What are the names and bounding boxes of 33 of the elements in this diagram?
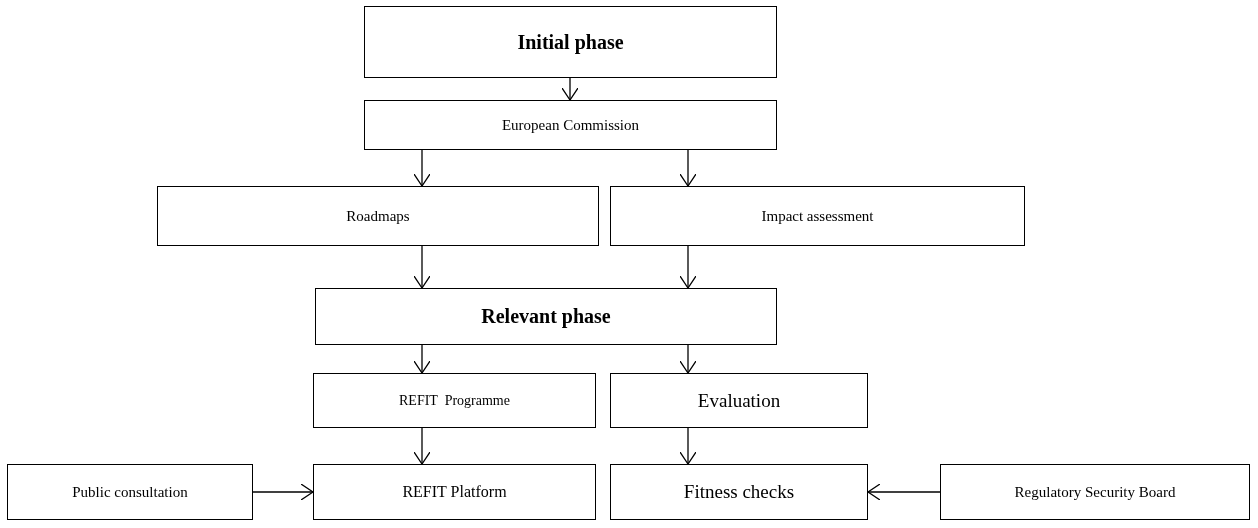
arrow: [679, 344, 697, 374]
process-box: [364, 6, 777, 78]
box-label: Relevant phase: [481, 305, 611, 328]
box-label: Fitness checks: [683, 481, 795, 503]
box-label: European Commission: [501, 116, 640, 134]
arrow: [679, 149, 697, 187]
arrow: [413, 149, 431, 187]
arrow: [413, 427, 431, 465]
box-label: Regulatory Security Board: [1014, 483, 1176, 501]
process-box: [315, 288, 777, 345]
arrow: [867, 483, 941, 501]
process-box: [313, 373, 596, 428]
arrow: [561, 77, 579, 101]
process-box: [157, 186, 599, 246]
arrow: [679, 245, 697, 289]
process-box: [610, 464, 868, 520]
arrow: [413, 344, 431, 374]
process-box: [610, 186, 1025, 246]
process-box: [7, 464, 253, 520]
box-label: REFIT Programme: [399, 392, 510, 409]
box-label: REFIT Platform: [402, 483, 507, 501]
box-label: Initial phase: [517, 30, 624, 54]
arrow: [252, 483, 314, 501]
process-box: [940, 464, 1250, 520]
box-label: Evaluation: [697, 389, 781, 412]
box-label: Impact assessment: [761, 207, 874, 225]
arrow: [679, 427, 697, 465]
process-box: [364, 100, 777, 150]
process-box: [610, 373, 868, 428]
box-label: Public consultation: [72, 483, 188, 501]
box-label: Roadmaps: [346, 207, 410, 225]
arrow: [413, 245, 431, 289]
process-box: [313, 464, 596, 520]
